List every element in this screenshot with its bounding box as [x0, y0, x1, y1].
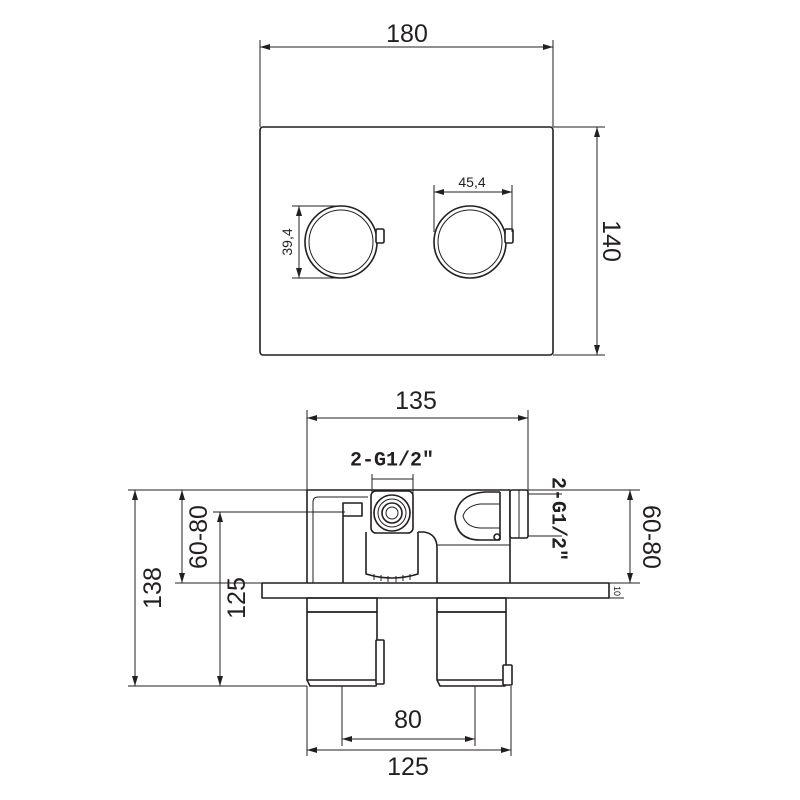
right-handle-collar — [436, 597, 507, 613]
side-port-screw — [493, 533, 501, 541]
knob-spacing-label: 80 — [394, 706, 422, 734]
right-handle-tab — [502, 664, 513, 686]
right-knob-outer-ring — [433, 205, 507, 279]
top-port-ring-outer — [373, 494, 411, 532]
side-port-label: 2-G1/2″ — [546, 477, 569, 561]
right-wall-depth-label: 60-80 — [637, 505, 665, 569]
side-cover-plate — [261, 582, 610, 599]
knob-depth-label: 125 — [223, 577, 251, 619]
plate-width-label: 180 — [386, 20, 428, 48]
left-handle-body — [306, 611, 378, 681]
valve-body-stem — [365, 532, 419, 579]
left-handle-tab — [375, 639, 385, 685]
knob-diameter-label: 39,4 — [279, 228, 295, 255]
left-knob — [304, 205, 385, 279]
right-handle-body — [436, 611, 507, 681]
left-knob-tab — [375, 228, 385, 244]
left-knob-inner-ring — [308, 209, 374, 275]
front-view: 180 140 39,4 45,4 — [259, 20, 625, 356]
top-port-label: 2-G1/2″ — [350, 450, 434, 473]
right-knob-inner-ring — [437, 209, 503, 275]
right-knob — [433, 205, 514, 279]
knob-width-label: 45,4 — [458, 174, 485, 190]
valve-body-top-shadow — [312, 496, 368, 583]
right-handle — [436, 597, 513, 687]
side-port-saddle-inner — [462, 503, 500, 529]
left-handle-collar — [306, 597, 378, 613]
plate-height-label: 140 — [597, 220, 625, 262]
total-depth-label: 138 — [139, 567, 167, 609]
knob-span-label: 125 — [387, 753, 429, 781]
valve-body-left-step — [342, 502, 363, 583]
side-port-saddle — [454, 491, 500, 541]
left-wall-depth-label: 60-80 — [185, 505, 213, 569]
left-handle — [306, 597, 385, 687]
body-width-label: 135 — [395, 387, 437, 415]
plate-thickness-label: 10 — [612, 586, 622, 596]
cover-plate — [259, 126, 554, 356]
left-handle-base — [306, 679, 378, 687]
side-view: 135 2-G1/2″ 2-G1/2″ — [128, 387, 665, 781]
top-port-bore — [385, 506, 399, 520]
top-port-ring-inner — [381, 502, 403, 524]
valve-body — [306, 489, 529, 583]
right-knob-tab — [504, 228, 514, 244]
right-handle-base — [436, 679, 507, 687]
top-port-ring-mid — [377, 498, 407, 528]
valve-body-connector — [418, 531, 438, 583]
left-knob-outer-ring — [304, 205, 378, 279]
